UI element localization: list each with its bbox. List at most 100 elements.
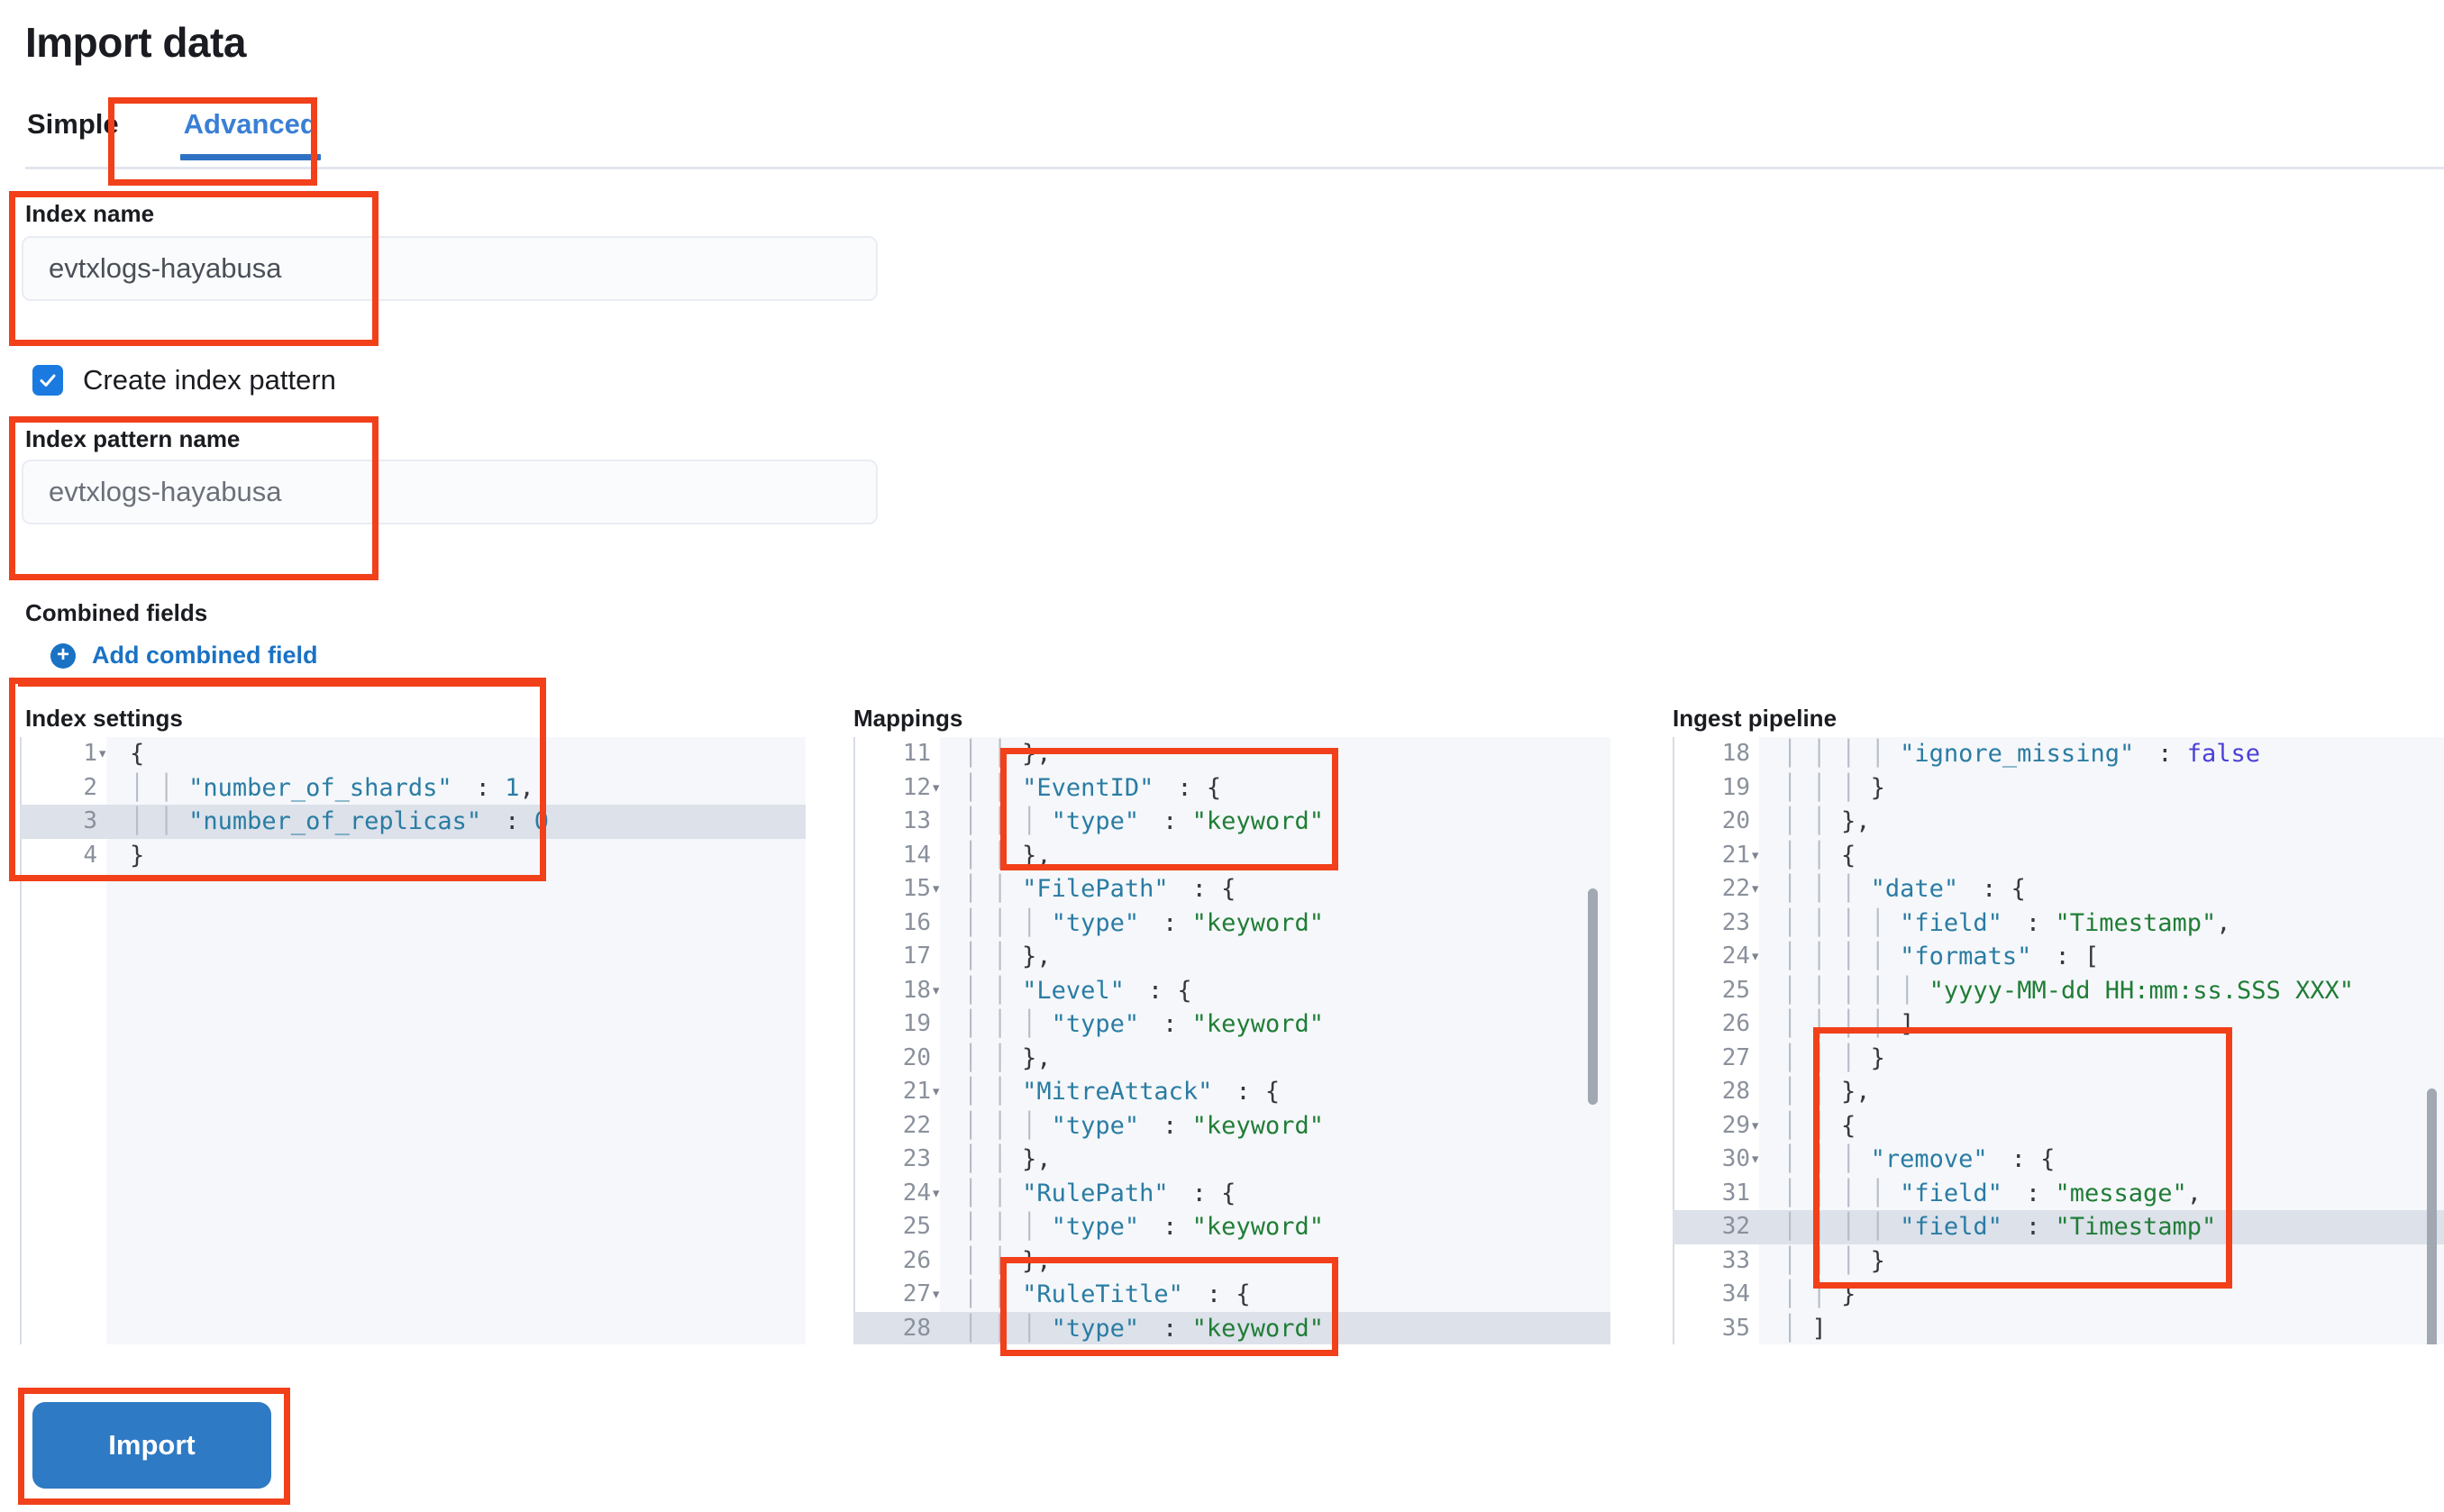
fold-arrow-icon[interactable]: ▾ [931,777,942,797]
code-text: │ │ }, [963,841,1052,870]
code-text: │ │ │ │ "field": "Timestamp" [1783,1213,2217,1241]
line-number: 22 [1721,875,1750,902]
line-number: 32 [1721,1213,1750,1240]
mappings-gutter-rule [853,737,855,1344]
index-settings-rows: 1▾{2│ │ "number_of_shards": 1,3│ │ "numb… [20,737,806,872]
code-line: 1▾{ [20,737,806,771]
line-number: 29 [1721,1111,1750,1139]
code-text: │ │ "MitreAttack": { [963,1078,1281,1106]
ingest-pipeline-gutter-rule [1673,737,1674,1344]
code-text: │ │ } [1783,1280,1856,1308]
add-combined-field-link[interactable]: + Add combined field [50,642,318,669]
code-line: 28│ │ │ "type": "keyword" [853,1311,1610,1344]
line-number: 18 [1721,740,1750,767]
code-text: │ │ │ } [1783,1246,1885,1275]
index-settings-gutter-rule [20,737,22,1344]
fold-arrow-icon[interactable]: ▾ [1750,844,1761,865]
code-line: 19│ │ │ } [1673,771,2444,806]
code-text: │ │ │ │ "ignore_missing": false [1783,740,2261,768]
fold-arrow-icon[interactable]: ▾ [931,1182,942,1203]
fold-arrow-icon[interactable]: ▾ [931,979,942,1000]
line-number: 13 [902,807,931,834]
index-settings-title: Index settings [25,705,183,732]
line-number: 22 [902,1111,931,1139]
line-number: 28 [1721,1078,1750,1105]
line-number: 21 [902,1078,931,1105]
code-line: 20│ │ }, [853,1042,1610,1076]
code-text: │ │ "number_of_shards": 1, [130,773,534,802]
line-number: 19 [902,1010,931,1037]
fold-arrow-icon[interactable]: ▾ [1750,879,1761,898]
ingest-pipeline-editor[interactable]: 18 │ │ │ │ "ignore_missing": false 19│ │ │… [1673,737,2444,1344]
code-line: 18 │ │ │ │ "ignore_missing": false [1673,737,2444,771]
mappings-rows: 11│ │ },12▾│ │ "EventID": {13│ │ │ "type… [853,737,1610,1344]
create-index-pattern-checkbox[interactable] [32,365,63,396]
code-line: 30▾│ │ │ "remove": { [1673,1143,2444,1177]
code-text: │ │ "number_of_replicas": 0 [130,807,549,835]
fold-arrow-icon[interactable]: ▾ [931,1284,942,1304]
line-number: 16 [902,908,931,936]
code-line: 26 │ │ │ │ ] [1673,1007,2444,1042]
code-line: 16 │ │ │ "type": "keyword" [853,906,1610,941]
code-text: │ │ │ "type": "keyword" [963,908,1324,937]
index-name-label: Index name [25,200,155,227]
tab-advanced-label: Advanced [183,108,317,140]
fold-arrow-icon[interactable]: ▾ [1750,1149,1761,1169]
index-pattern-name-input[interactable]: evtxlogs-hayabusa [22,460,878,524]
code-line: 31│ │ │ │ "field": "message", [1673,1177,2444,1211]
tab-divider [25,167,2444,169]
code-text: │ │ "Level": { [963,976,1192,1005]
code-line: 35│ ] [1673,1312,2444,1345]
code-line: 13│ │ │ "type": "keyword" [853,805,1610,839]
line-number: 1 [83,740,97,767]
line-number: 18 [902,976,931,1004]
code-line: 22▾│ │ │ "date": { [1673,872,2444,906]
code-text: │ │ "RulePath": { [963,1179,1236,1207]
code-text: │ │ │ │ "field": "message", [1783,1179,2202,1207]
mappings-editor[interactable]: 11│ │ },12▾│ │ "EventID": {13│ │ │ "type… [853,737,1610,1344]
fold-arrow-icon[interactable]: ▾ [1750,946,1761,966]
tab-simple[interactable]: Simple [25,99,150,160]
fold-arrow-icon[interactable]: ▾ [97,743,108,763]
code-line: 23│ │ }, [853,1143,1610,1177]
line-number: 14 [902,841,931,869]
code-text: │ │ "RuleTitle": { [963,1280,1251,1308]
fold-arrow-icon[interactable]: ▾ [931,879,942,898]
code-text: │ │ │ │ ] [1783,1010,1915,1038]
line-number: 34 [1721,1280,1750,1307]
line-number: 20 [902,1043,931,1071]
fold-arrow-icon[interactable]: ▾ [931,1081,942,1101]
code-text: │ ] [1783,1314,1827,1343]
annotation-add-combined-field [18,678,546,687]
check-icon [40,374,56,387]
ingest-pipeline-scrollbar[interactable] [2427,1088,2437,1344]
tab-bar: Simple Advanced [25,99,351,169]
index-settings-editor[interactable]: 1▾{2│ │ "number_of_shards": 1,3│ │ "numb… [20,737,806,1344]
code-text: │ │ │ │ "formats": [ [1783,943,2100,970]
code-text: │ │ │ │ │ "yyyy-MM-dd HH:mm:ss.SSS XXX" [1783,976,2355,1005]
code-line: 3│ │ "number_of_replicas": 0 [20,805,806,839]
line-number: 15 [902,875,931,902]
line-number: 24 [1721,943,1750,970]
code-line: 21▾ │ │ "MitreAttack": { [853,1075,1610,1109]
line-number: 24 [902,1179,931,1207]
ingest-pipeline-rows: 18 │ │ │ │ "ignore_missing": false 19│ │ │… [1673,737,2444,1344]
code-line: 21▾│ │ { [1673,839,2444,873]
fold-arrow-icon[interactable]: ▾ [1750,1115,1761,1135]
create-index-pattern-row[interactable]: Create index pattern [32,364,336,396]
code-line: 25│ │ │ │ │ "yyyy-MM-dd HH:mm:ss.SSS XXX… [1673,974,2444,1008]
mappings-scrollbar[interactable] [1588,888,1598,1105]
index-name-input[interactable]: evtxlogs-hayabusa [22,236,878,301]
import-button[interactable]: Import [32,1402,271,1489]
code-text: │ │ }, [963,1246,1052,1275]
line-number: 26 [1721,1010,1750,1037]
code-line: 11│ │ }, [853,737,1610,771]
line-number: 30 [1721,1145,1750,1172]
code-text: │ │ }, [963,943,1052,970]
line-number: 33 [1721,1246,1750,1274]
tab-advanced[interactable]: Advanced [150,99,351,160]
code-line: 24▾ │ │ │ │ "formats": [ [1673,940,2444,974]
code-line: 33 │ │ │ } [1673,1244,2444,1279]
combined-fields-label: Combined fields [25,599,208,626]
code-text: │ │ }, [963,1145,1052,1173]
